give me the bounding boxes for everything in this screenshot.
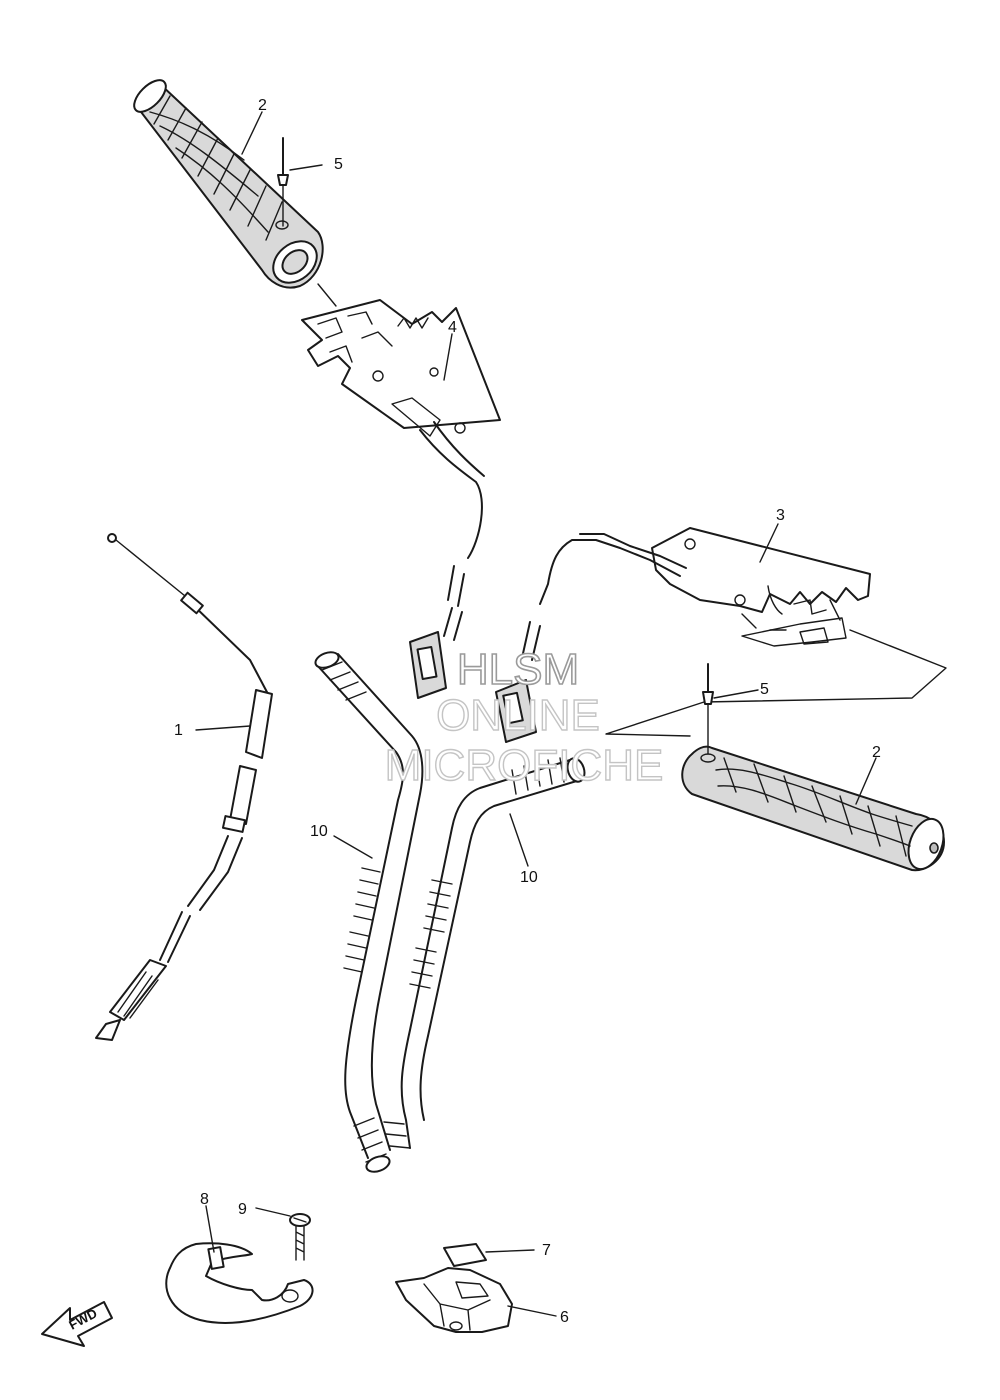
rivet-right[interactable] (702, 663, 714, 755)
callout-rivet-right: 5 (760, 681, 769, 698)
clamp[interactable] (165, 1242, 314, 1324)
callout-grip-right: 2 (872, 744, 881, 761)
bracket[interactable] (395, 1267, 513, 1333)
leader-lines (195, 111, 877, 1317)
watermark-line1: HLSM (457, 645, 579, 694)
grip-left[interactable] (129, 75, 325, 291)
tube-right[interactable] (383, 756, 587, 1149)
callout-screw: 9 (238, 1201, 247, 1218)
callout-grip-left: 2 (258, 97, 267, 114)
callout-tube-left: 10 (310, 823, 328, 840)
screw[interactable] (289, 1213, 311, 1261)
watermark-line3: MICROFICHE (385, 741, 664, 790)
watermark: HLSM ONLINE MICROFICHE (384, 644, 664, 791)
callout-pad: 7 (542, 1242, 551, 1259)
callout-bracket: 6 (560, 1309, 569, 1326)
watermark-line2: ONLINE (436, 691, 600, 740)
heater-left-leadline (317, 283, 337, 307)
pad[interactable] (443, 1243, 487, 1267)
heater-right-lineframe (605, 629, 947, 737)
heater-right-harness[interactable] (495, 533, 687, 743)
callout-rivet-left: 5 (334, 156, 343, 173)
callout-heater-left: 4 (448, 319, 457, 336)
tube-left[interactable] (313, 649, 424, 1174)
heater-right[interactable] (651, 527, 871, 647)
heater-left[interactable] (301, 299, 501, 437)
fwd-arrow-icon: FWD (41, 1301, 113, 1347)
heater-left-harness[interactable] (409, 421, 485, 699)
callout-tube-right: 10 (520, 869, 538, 886)
rivet-left[interactable] (277, 137, 289, 227)
callout-throttle-cable: 1 (174, 722, 183, 739)
throttle-cable[interactable] (95, 533, 273, 1041)
grip-right[interactable] (681, 745, 950, 874)
callout-heater-right: 3 (776, 507, 785, 524)
callout-clamp: 8 (200, 1191, 209, 1208)
